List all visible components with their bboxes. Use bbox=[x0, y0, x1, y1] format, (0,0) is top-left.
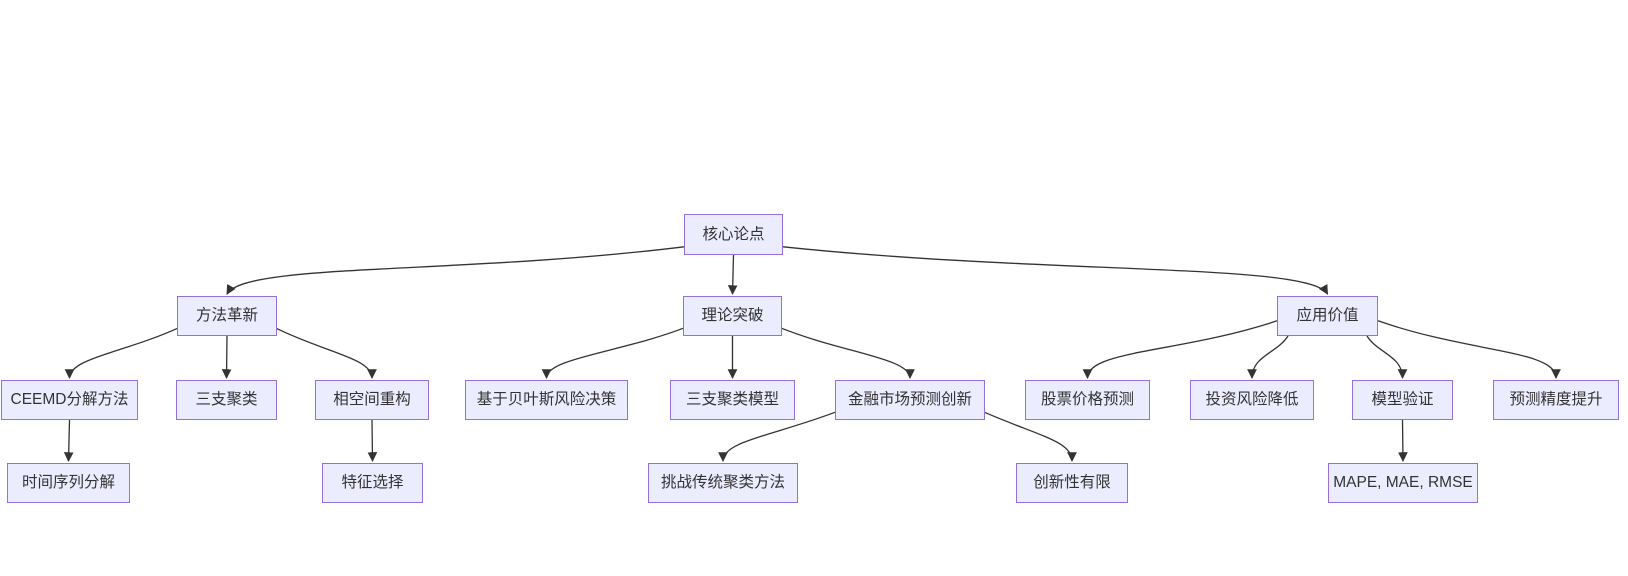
edge-root-theory bbox=[727, 254, 738, 295]
diagram-node-finance: 金融市场预测创新 bbox=[835, 380, 985, 420]
edge-ceemd-timeseries bbox=[63, 419, 74, 462]
edge-method-ceemd bbox=[64, 326, 181, 379]
edge-application-accuracy bbox=[1377, 320, 1561, 379]
diagram-node-validate: 模型验证 bbox=[1352, 380, 1453, 420]
diagram-node-method: 方法革新 bbox=[177, 296, 277, 336]
diagram-node-metrics: MAPE, MAE, RMSE bbox=[1328, 463, 1478, 503]
diagram-node-limited: 创新性有限 bbox=[1016, 463, 1128, 503]
diagram-node-stock: 股票价格预测 bbox=[1025, 380, 1150, 420]
diagram-node-application: 应用价值 bbox=[1277, 296, 1378, 336]
diagram-node-challenge: 挑战传统聚类方法 bbox=[648, 463, 798, 503]
edge-phase-feature bbox=[367, 419, 378, 462]
edge-application-stock bbox=[1082, 320, 1278, 379]
edge-method-threeway bbox=[221, 335, 232, 379]
edge-theory-finance bbox=[778, 326, 915, 379]
diagram-node-threeway: 三支聚类 bbox=[176, 380, 277, 420]
edge-application-risk bbox=[1247, 335, 1289, 379]
edge-theory-bayes bbox=[541, 326, 687, 379]
diagram-node-ceemd: CEEMD分解方法 bbox=[1, 380, 138, 420]
diagram-node-root: 核心论点 bbox=[684, 214, 783, 255]
flowchart-edges bbox=[63, 246, 1561, 462]
edge-root-method bbox=[226, 246, 685, 295]
diagram-node-bayes: 基于贝叶斯风险决策 bbox=[465, 380, 628, 420]
edge-validate-metrics bbox=[1398, 419, 1408, 462]
diagram-node-risk: 投资风险降低 bbox=[1190, 380, 1314, 420]
diagram-node-accuracy: 预测精度提升 bbox=[1493, 380, 1619, 420]
diagram-node-timeseries: 时间序列分解 bbox=[7, 463, 130, 503]
diagram-node-phase: 相空间重构 bbox=[315, 380, 429, 420]
diagram-node-twcmodel: 三支聚类模型 bbox=[670, 380, 795, 420]
diagram-node-feature: 特征选择 bbox=[322, 463, 423, 503]
edge-application-validate bbox=[1366, 335, 1408, 379]
edge-method-phase bbox=[273, 326, 377, 379]
diagram-node-theory: 理论突破 bbox=[683, 296, 782, 336]
edge-root-application bbox=[782, 246, 1329, 295]
